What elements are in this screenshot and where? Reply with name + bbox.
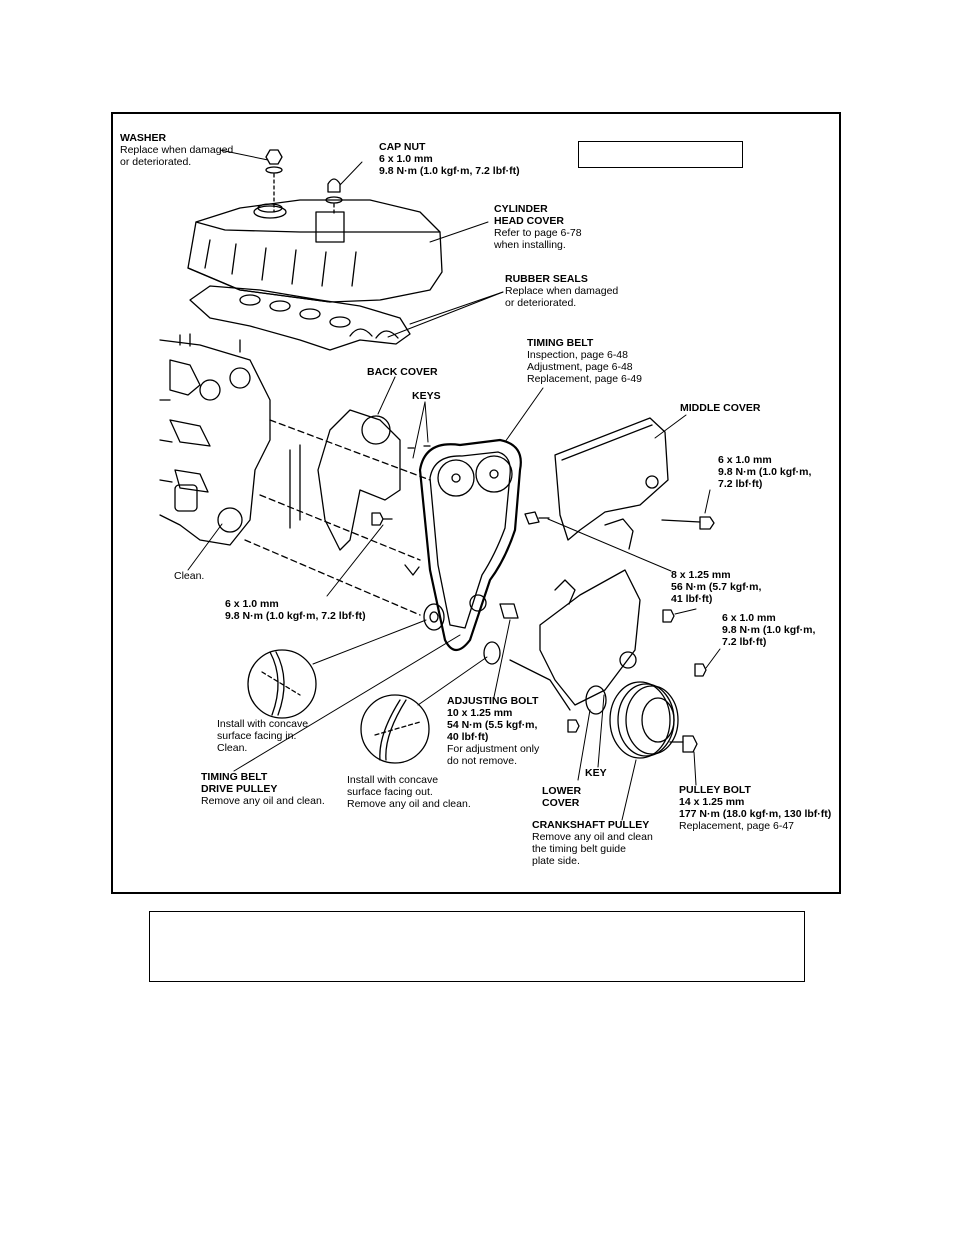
engine-block-drawing (159, 333, 271, 546)
rubber-seals-drawing (189, 285, 411, 351)
drive-pulley-drawing (404, 564, 519, 665)
clean-label: Clean. (174, 570, 205, 582)
back-cover-label: BACK COVER (367, 366, 438, 378)
middle-cover-drawing (554, 417, 669, 550)
cylinder-head-cover-drawing (187, 199, 443, 303)
lower-cover-drawing (509, 569, 641, 711)
crankshaft-pulley-label: CRANKSHAFT PULLEY Remove any oil and cle… (532, 819, 653, 867)
leader-lines (187, 149, 721, 821)
back-cover-drawing (244, 409, 431, 616)
washer-drawing (265, 149, 283, 213)
middle-cover-label: MIDDLE COVER (680, 402, 761, 414)
blank-label-box (578, 141, 743, 168)
timing-belt-drawing (418, 438, 522, 652)
key-label: KEY (585, 767, 607, 779)
cap-nut-drawing (325, 178, 343, 215)
caption-box (149, 911, 805, 982)
bolts-drawing (371, 511, 715, 753)
keys-label: KEYS (412, 390, 441, 402)
detail-circle-out (360, 694, 430, 764)
detail-circle-in (247, 649, 317, 719)
crankshaft-pulley-drawing (585, 681, 679, 759)
